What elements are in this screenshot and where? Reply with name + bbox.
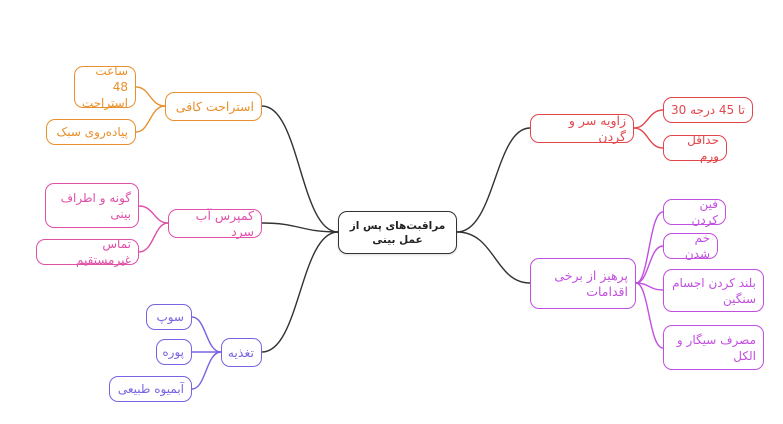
- link-root-nutrition: [261, 231, 339, 353]
- root-topic-label: مراقبت‌های پس از عمل بینی: [349, 219, 446, 246]
- link-root-avoid: [456, 231, 531, 284]
- leaf-compress-indirect[interactable]: تماس غیرمستقیم: [36, 237, 139, 267]
- branch-avoid-label: پرهیز از برخی اقدامات: [554, 267, 628, 299]
- leaf-avoid-bending[interactable]: خم شدن: [663, 231, 718, 261]
- root-topic[interactable]: مراقبت‌های پس از عمل بینی: [338, 211, 457, 254]
- link-root-rest: [261, 105, 339, 233]
- branch-rest[interactable]: استراحت کافی: [165, 92, 262, 121]
- leaf-compress-indirect-label: تماس غیرمستقیم: [76, 237, 131, 267]
- branch-compress[interactable]: کمپرس آب سرد: [168, 207, 262, 239]
- branch-nutrition-label: تغذیه: [227, 344, 254, 360]
- leaf-rest-walk-label: پیاده‌روی سبک: [56, 125, 128, 139]
- leaf-avoid-lifting-label: بلند کردن اجسام سنگین: [672, 275, 756, 306]
- branch-avoid[interactable]: پرهیز از برخی اقدامات: [530, 258, 636, 309]
- leaf-head-degrees[interactable]: تا 45 درجه 30: [663, 97, 753, 123]
- leaf-avoid-blowing-label: فین کردن: [691, 197, 719, 227]
- leaf-rest-48h[interactable]: ساعت 48 استراحت: [74, 64, 136, 110]
- leaf-nutrition-puree[interactable]: پوره: [156, 339, 192, 365]
- branch-head-angle-label: زاویه سر و گردن: [568, 112, 626, 144]
- leaf-rest-48h-label: ساعت 48 استراحت: [81, 64, 128, 110]
- leaf-head-swelling-label: حداقل ورم: [687, 133, 719, 163]
- leaf-nutrition-soup-label: سوپ: [156, 310, 184, 324]
- leaf-nutrition-juice[interactable]: آبمیوه طبیعی: [109, 376, 192, 402]
- leaf-avoid-bending-label: خم شدن: [684, 231, 710, 261]
- leaf-compress-cheek[interactable]: گونه و اطراف بینی: [45, 183, 139, 228]
- leaf-nutrition-soup[interactable]: سوپ: [146, 304, 192, 330]
- branch-head-angle[interactable]: زاویه سر و گردن: [530, 112, 634, 144]
- branch-compress-label: کمپرس آب سرد: [195, 207, 254, 239]
- leaf-compress-cheek-label: گونه و اطراف بینی: [60, 190, 131, 221]
- leaf-avoid-smoking[interactable]: مصرف سیگار و الکل: [663, 325, 764, 370]
- leaf-rest-walk[interactable]: پیاده‌روی سبک: [46, 119, 136, 145]
- leaf-avoid-lifting[interactable]: بلند کردن اجسام سنگین: [663, 269, 764, 312]
- leaf-nutrition-puree-label: پوره: [162, 345, 184, 359]
- leaf-avoid-smoking-label: مصرف سیگار و الکل: [676, 332, 756, 363]
- leaf-head-swelling[interactable]: حداقل ورم: [663, 133, 727, 163]
- link-root-compress: [261, 222, 339, 233]
- link-root-head: [456, 127, 531, 233]
- leaf-head-degrees-label: تا 45 درجه 30: [671, 103, 745, 117]
- leaf-nutrition-juice-label: آبمیوه طبیعی: [117, 382, 184, 396]
- leaf-avoid-blowing[interactable]: فین کردن: [663, 197, 726, 227]
- branch-rest-label: استراحت کافی: [175, 98, 254, 114]
- branch-nutrition[interactable]: تغذیه: [221, 338, 262, 367]
